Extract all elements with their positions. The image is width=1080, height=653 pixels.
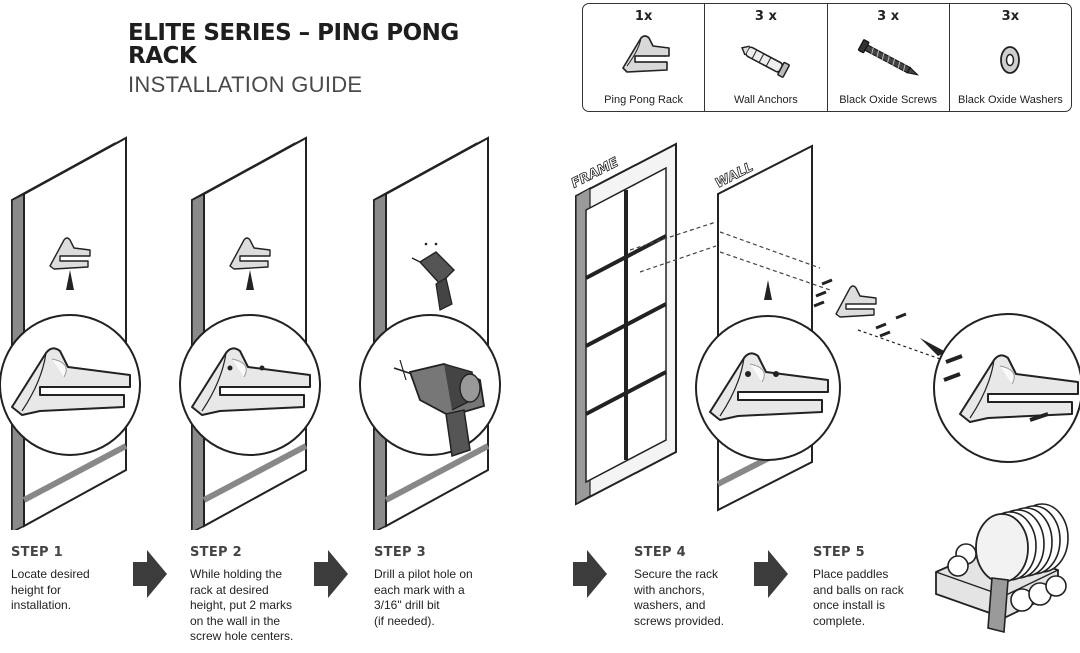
arrow-right-icon xyxy=(133,550,167,598)
parts-list: 1x Ping Pong Rack 3 x Wall Anchors 3 x xyxy=(582,3,1072,112)
rack-icon xyxy=(622,35,670,73)
part-qty: 3 x xyxy=(877,9,900,24)
drill-icon xyxy=(411,242,455,311)
part-washers: 3x Black Oxide Washers xyxy=(950,4,1071,111)
step-heading: STEP 2 xyxy=(190,545,243,560)
step-heading: STEP 4 xyxy=(634,545,687,560)
step-heading: STEP 1 xyxy=(11,545,64,560)
step-text: Place paddles and balls on rack once ins… xyxy=(813,567,904,628)
step-heading: STEP 3 xyxy=(374,545,427,560)
installation-illustration: FRAME WALL xyxy=(0,136,1080,530)
zoom-pointer xyxy=(66,270,74,290)
guide-subtitle: INSTALLATION GUIDE xyxy=(128,72,363,97)
part-name: Black Oxide Screws xyxy=(839,94,938,106)
frame-illustration: FRAME xyxy=(569,142,677,506)
step-text: Locate desired height for installation. xyxy=(11,567,90,612)
arrow-right-icon xyxy=(573,550,607,598)
arrow-right-icon xyxy=(314,550,348,598)
part-qty: 3 x xyxy=(754,9,777,24)
screw-icon xyxy=(857,39,919,76)
exploded-rack-assembly xyxy=(813,278,961,367)
step-2: STEP 2 While holding the rack at desired… xyxy=(190,545,330,645)
part-name: Black Oxide Washers xyxy=(958,94,1063,106)
part-qty: 1x xyxy=(634,9,653,24)
guide-title: ELITE SERIES – PING PONG RACK INSTALLATI… xyxy=(128,22,488,98)
part-screws: 3 x Black Oxide Screws xyxy=(828,4,950,111)
step-4: STEP 4 Secure the rack with anchors, was… xyxy=(634,545,774,629)
step-text: Drill a pilot hole on each mark with a 3… xyxy=(374,567,473,628)
step-5: STEP 5 Place paddles and balls on rack o… xyxy=(813,545,953,629)
part-qty: 3x xyxy=(1001,9,1020,24)
step-text: Secure the rack with anchors, washers, a… xyxy=(634,567,725,628)
part-name: Wall Anchors xyxy=(733,94,798,106)
washer-icon xyxy=(999,46,1020,74)
step-1: STEP 1 Locate desired height for install… xyxy=(11,545,151,614)
part-wall-anchors: 3 x Wall Anchors xyxy=(705,4,828,111)
step-text: While holding the rack at desired height… xyxy=(190,567,294,643)
part-name: Ping Pong Rack xyxy=(604,94,684,106)
step-3: STEP 3 Drill a pilot hole on each mark w… xyxy=(374,545,514,629)
drill-closeup-icon xyxy=(393,359,486,457)
paddles-on-rack-illustration xyxy=(935,503,1069,634)
arrow-right-icon xyxy=(754,550,788,598)
product-title-line1: ELITE SERIES – PING PONG xyxy=(128,20,459,46)
product-title-line2: RACK xyxy=(128,43,197,69)
part-rack: 1x Ping Pong Rack xyxy=(583,4,706,111)
step-heading: STEP 5 xyxy=(813,545,866,560)
wall-anchor-icon xyxy=(741,45,791,78)
